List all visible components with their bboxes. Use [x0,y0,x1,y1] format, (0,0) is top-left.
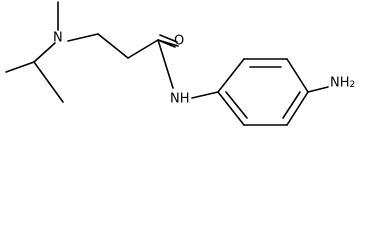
ring-bond-1 [217,58,245,93]
ring-inner-double-right [282,91,301,119]
atom-label-amine-n: N [53,31,63,46]
bond-carbonyl-nh [157,39,174,89]
atom-label-aniline-nh2: NH2 [330,76,355,91]
bond-isopropyl-methyl-upper [5,61,35,73]
atom-label-amide-nh: NH [170,92,190,107]
bond-ring-nh2 [307,86,329,93]
bond-ch2-ch2 [97,33,129,59]
atom-label-aniline-nh2-main: NH [330,76,350,91]
atom-label-carbonyl-o: O [174,34,184,49]
ring-inner-double-left [225,91,248,119]
bond-ch2-carbonyl [127,39,159,59]
bond-n-ch2 [67,33,99,42]
ring-bond-4 [286,91,309,126]
bond-isopropyl-methyl-lower [33,61,64,103]
bond-nh-ring [191,91,219,99]
chemical-structure: N O NH NH2 [5,1,355,126]
bond-carbonyl-double-b [159,34,178,43]
atom-label-aniline-nh2-subscript: 2 [350,80,356,90]
bond-carbonyl-to-o [157,39,179,47]
ring-bond-6 [217,91,245,126]
bond-isopropyl-ch-to-n [33,42,56,63]
ring-bond-3 [286,58,309,93]
